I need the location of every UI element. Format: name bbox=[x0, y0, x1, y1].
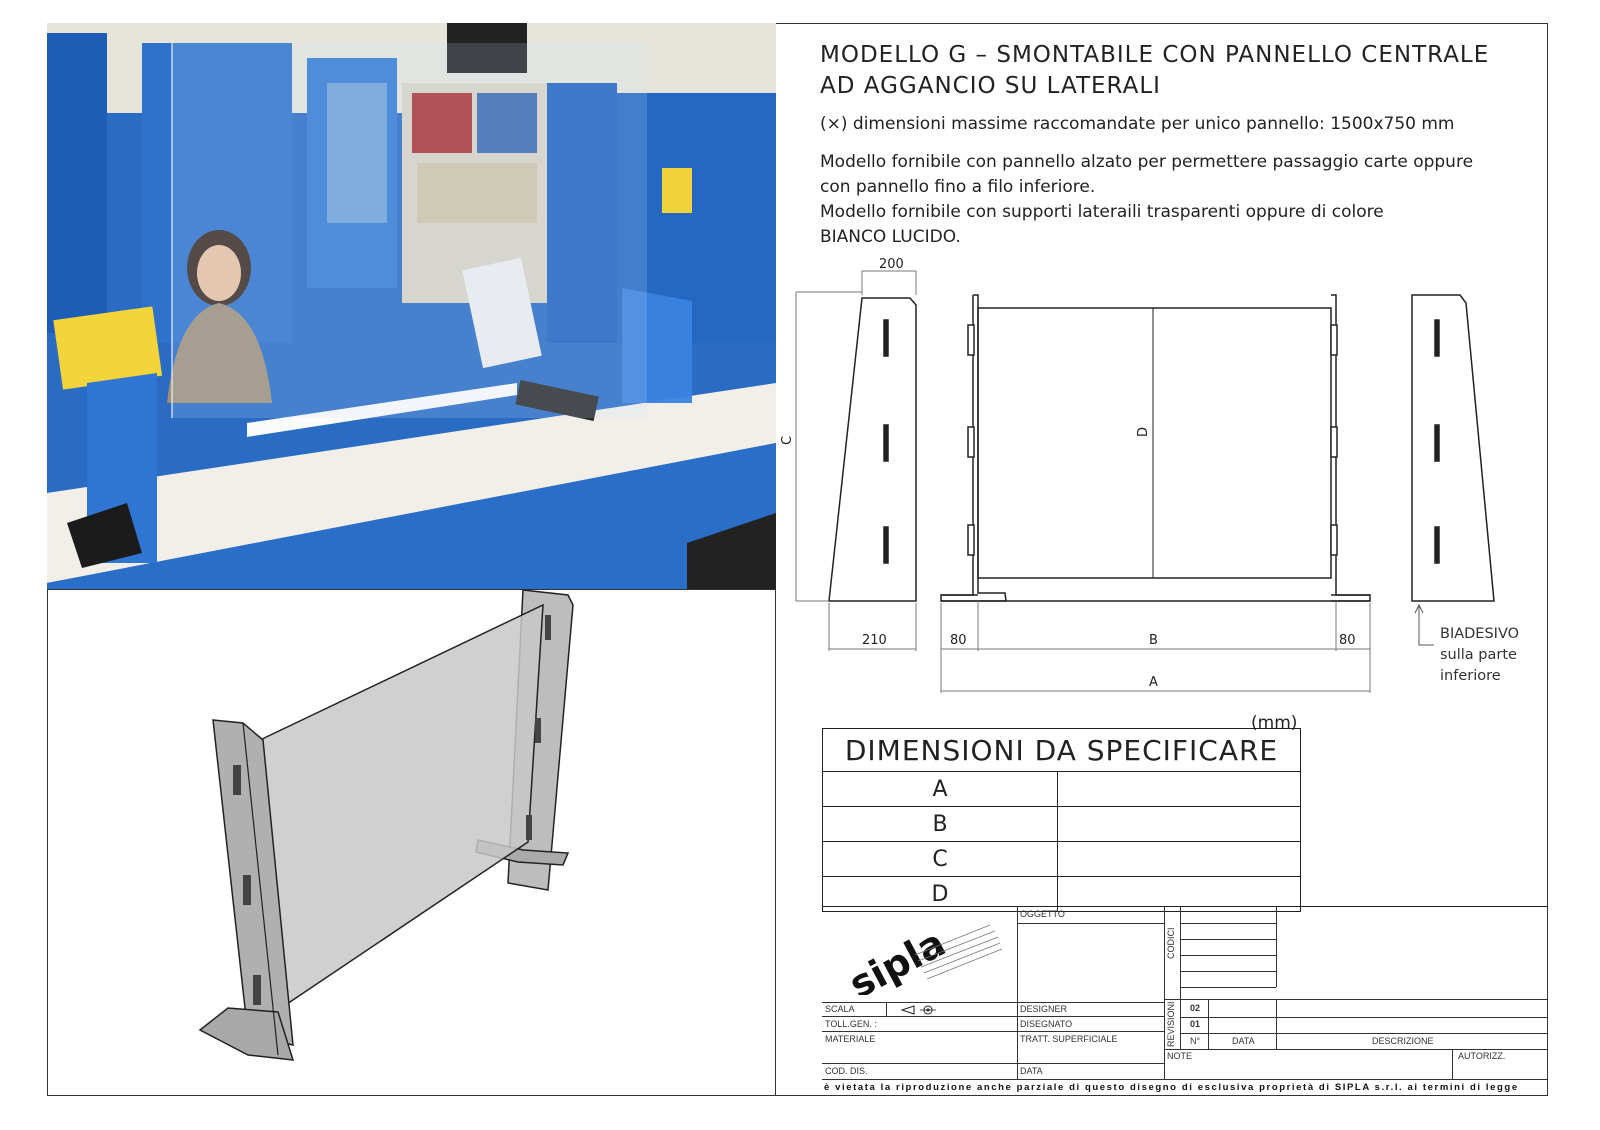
biadesivo-label: inferiore bbox=[1440, 668, 1501, 684]
model-title: MODELLO G – SMONTABILE CON PANNELLO CENT… bbox=[820, 42, 1490, 99]
data-label: DATA bbox=[1020, 1066, 1043, 1076]
max-dimension-note: (×) dimensioni massime raccomandate per … bbox=[820, 114, 1455, 134]
dim-right-foot-label: 80 bbox=[1339, 633, 1356, 648]
autorizz-label: AUTORIZZ. bbox=[1458, 1051, 1506, 1061]
dim-bottom-label: 210 bbox=[862, 633, 887, 648]
central-panel-front bbox=[977, 307, 1332, 579]
dim-top-label: 200 bbox=[879, 257, 904, 272]
table-row: A bbox=[822, 771, 1301, 807]
biadesivo-label: BIADESIVO bbox=[1440, 626, 1519, 642]
note-line: con pannello fino a filo inferiore. bbox=[820, 177, 1096, 197]
materiale-label: MATERIALE bbox=[825, 1034, 876, 1044]
toll-gen-label: TOLL.GEN. : bbox=[825, 1019, 877, 1029]
model-notes: Modello fornibile con pannello alzato pe… bbox=[820, 150, 1540, 250]
disegnato-label: DISEGNATO bbox=[1020, 1019, 1073, 1029]
product-photo bbox=[47, 23, 776, 590]
spec-value-b[interactable] bbox=[1057, 806, 1301, 842]
revision-01: 01 bbox=[1190, 1019, 1201, 1029]
right-frame bbox=[776, 23, 1548, 1096]
oggetto-label: OGGETTO bbox=[1020, 909, 1065, 919]
tratt-label: TRATT. SUPERFICIALE bbox=[1020, 1034, 1118, 1044]
biadesivo-label: sulla parte bbox=[1440, 647, 1517, 663]
legal-notice: è vietata la riproduzione anche parziale… bbox=[824, 1082, 1519, 1093]
note-label: NOTE bbox=[1167, 1051, 1193, 1061]
title-block: sipla OGGETTO CODICI SCALA DESIGNER TOLL… bbox=[822, 906, 1548, 1097]
projection-symbol-icon bbox=[900, 1005, 936, 1015]
dim-d-label: D bbox=[1136, 427, 1151, 437]
right-support-profile bbox=[1411, 294, 1495, 602]
dim-b-label: B bbox=[1149, 633, 1158, 648]
spec-table-header: DIMENSIONI DA SPECIFICARE bbox=[822, 728, 1301, 772]
spec-value-c[interactable] bbox=[1057, 841, 1301, 877]
note-line: Modello fornibile con supporti lateraili… bbox=[820, 202, 1384, 222]
descrizione-label: DESCRIZIONE bbox=[1372, 1036, 1434, 1046]
designer-label: DESIGNER bbox=[1020, 1004, 1068, 1014]
isometric-drawing bbox=[48, 589, 775, 1095]
scala-label: SCALA bbox=[825, 1004, 855, 1014]
left-support-profile bbox=[828, 297, 917, 602]
revision-02: 02 bbox=[1190, 1003, 1201, 1013]
spec-value-a[interactable] bbox=[1057, 771, 1301, 807]
dim-a-label: A bbox=[1149, 675, 1158, 690]
data-column-label: DATA bbox=[1232, 1036, 1255, 1046]
revisioni-label: REVISIONI bbox=[1166, 1001, 1176, 1047]
svg-text:sipla: sipla bbox=[842, 921, 952, 995]
codici-label: CODICI bbox=[1166, 927, 1176, 960]
table-row: B bbox=[822, 806, 1301, 842]
spec-table: DIMENSIONI DA SPECIFICARE A B C D bbox=[822, 728, 1301, 912]
cod-dis-label: COD. DIS. bbox=[825, 1066, 868, 1076]
sipla-logo: sipla bbox=[842, 921, 1003, 995]
note-line: Modello fornibile con pannello alzato pe… bbox=[820, 152, 1474, 172]
dim-left-foot-label: 80 bbox=[950, 633, 967, 648]
dim-c-label: C bbox=[780, 436, 795, 445]
number-label: N° bbox=[1190, 1036, 1201, 1046]
technical-drawing: 200 210 C D 80 80 B A BIADESIVO sulla pa… bbox=[780, 257, 1519, 693]
table-row: C bbox=[822, 841, 1301, 877]
note-line: BIANCO LUCIDO. bbox=[820, 227, 961, 247]
